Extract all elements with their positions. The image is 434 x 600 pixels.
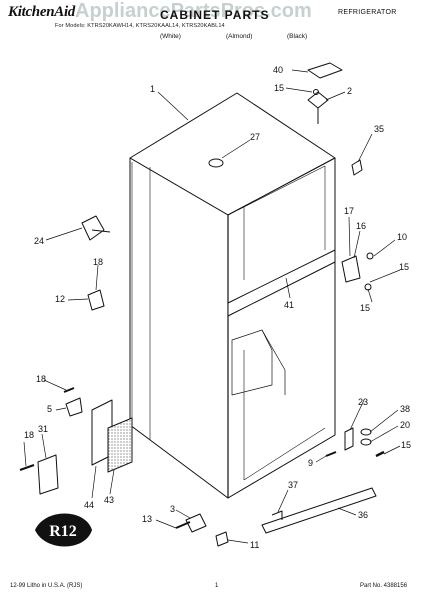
footer-print-info: 12-99 Litho in U.S.A. (RJS) <box>10 583 83 589</box>
callout-15b: 15 <box>399 262 409 272</box>
leader-lines <box>23 69 401 544</box>
callout-16: 16 <box>356 221 366 231</box>
brand-logo: KitchenAid <box>8 4 76 20</box>
callout-10: 10 <box>397 232 407 242</box>
r12-logo-text: R12 <box>49 523 77 540</box>
hinge-plug <box>351 159 363 176</box>
callout-11: 11 <box>250 540 259 550</box>
callout-numbers: 40 15 2 1 27 35 24 17 16 10 18 15 12 41 … <box>24 65 411 550</box>
callout-35: 35 <box>374 124 384 134</box>
color-black: (Black) <box>287 33 308 40</box>
inner-liner-step <box>231 329 273 396</box>
callout-24: 24 <box>34 236 44 246</box>
callout-15d: 15 <box>401 440 411 450</box>
top-hinge <box>307 91 329 124</box>
callout-31: 31 <box>38 424 48 434</box>
callout-44: 44 <box>84 500 94 510</box>
callout-15c: 15 <box>360 303 370 313</box>
watermark: AppliancePartsPros.com <box>75 0 312 22</box>
insulation-pad <box>107 417 133 473</box>
color-almond: (Almond) <box>226 33 253 40</box>
grille-clip <box>271 510 283 520</box>
cabinet-shell <box>129 92 336 499</box>
callout-43: 43 <box>104 495 114 505</box>
r12-logo: R12 <box>35 513 92 547</box>
callout-3: 3 <box>170 504 175 514</box>
model-list: For Models: KTRS20KAWH14, KTRS20KAAL14, … <box>55 23 225 29</box>
page-title: CABINET PARTS <box>160 8 270 22</box>
washer <box>360 428 372 436</box>
center-hinge-right <box>341 255 361 283</box>
callout-2: 2 <box>347 86 352 96</box>
bottom-hinge-right <box>344 427 354 451</box>
callout-41: 41 <box>284 300 294 310</box>
callout-40: 40 <box>273 65 283 75</box>
footer-page-number: 1 <box>215 583 219 589</box>
hinge-cover-bottom <box>37 454 59 495</box>
hinge-cover <box>307 62 343 79</box>
top-plug <box>208 158 224 168</box>
door-stop <box>81 215 111 241</box>
callout-36: 36 <box>358 510 368 520</box>
callout-27: 27 <box>250 132 260 142</box>
callout-1: 1 <box>150 84 155 94</box>
callout-5: 5 <box>47 404 52 414</box>
footer-part-number: Part No. 4388156 <box>360 583 408 589</box>
callout-18b: 18 <box>36 374 46 384</box>
callout-37: 37 <box>288 480 298 490</box>
callout-38: 38 <box>400 404 410 414</box>
callout-18: 18 <box>93 257 103 267</box>
callout-12: 12 <box>55 294 65 304</box>
leveling-leg <box>215 531 229 547</box>
center-hinge <box>87 289 105 311</box>
callout-20: 20 <box>400 420 410 430</box>
callout-18c: 18 <box>24 430 34 440</box>
category-label: REFRIGERATOR <box>338 9 397 16</box>
callout-13: 13 <box>142 514 152 524</box>
callout-9: 9 <box>308 458 313 468</box>
bottom-hinge-left <box>65 397 83 417</box>
callout-17: 17 <box>344 206 354 216</box>
callout-15: 15 <box>274 83 284 93</box>
callout-23: 23 <box>358 397 368 407</box>
divider-bar <box>227 249 336 317</box>
roller-assembly <box>185 513 207 533</box>
color-white: (White) <box>160 33 181 40</box>
hinge-screw <box>313 89 319 95</box>
base-grille <box>261 487 377 534</box>
